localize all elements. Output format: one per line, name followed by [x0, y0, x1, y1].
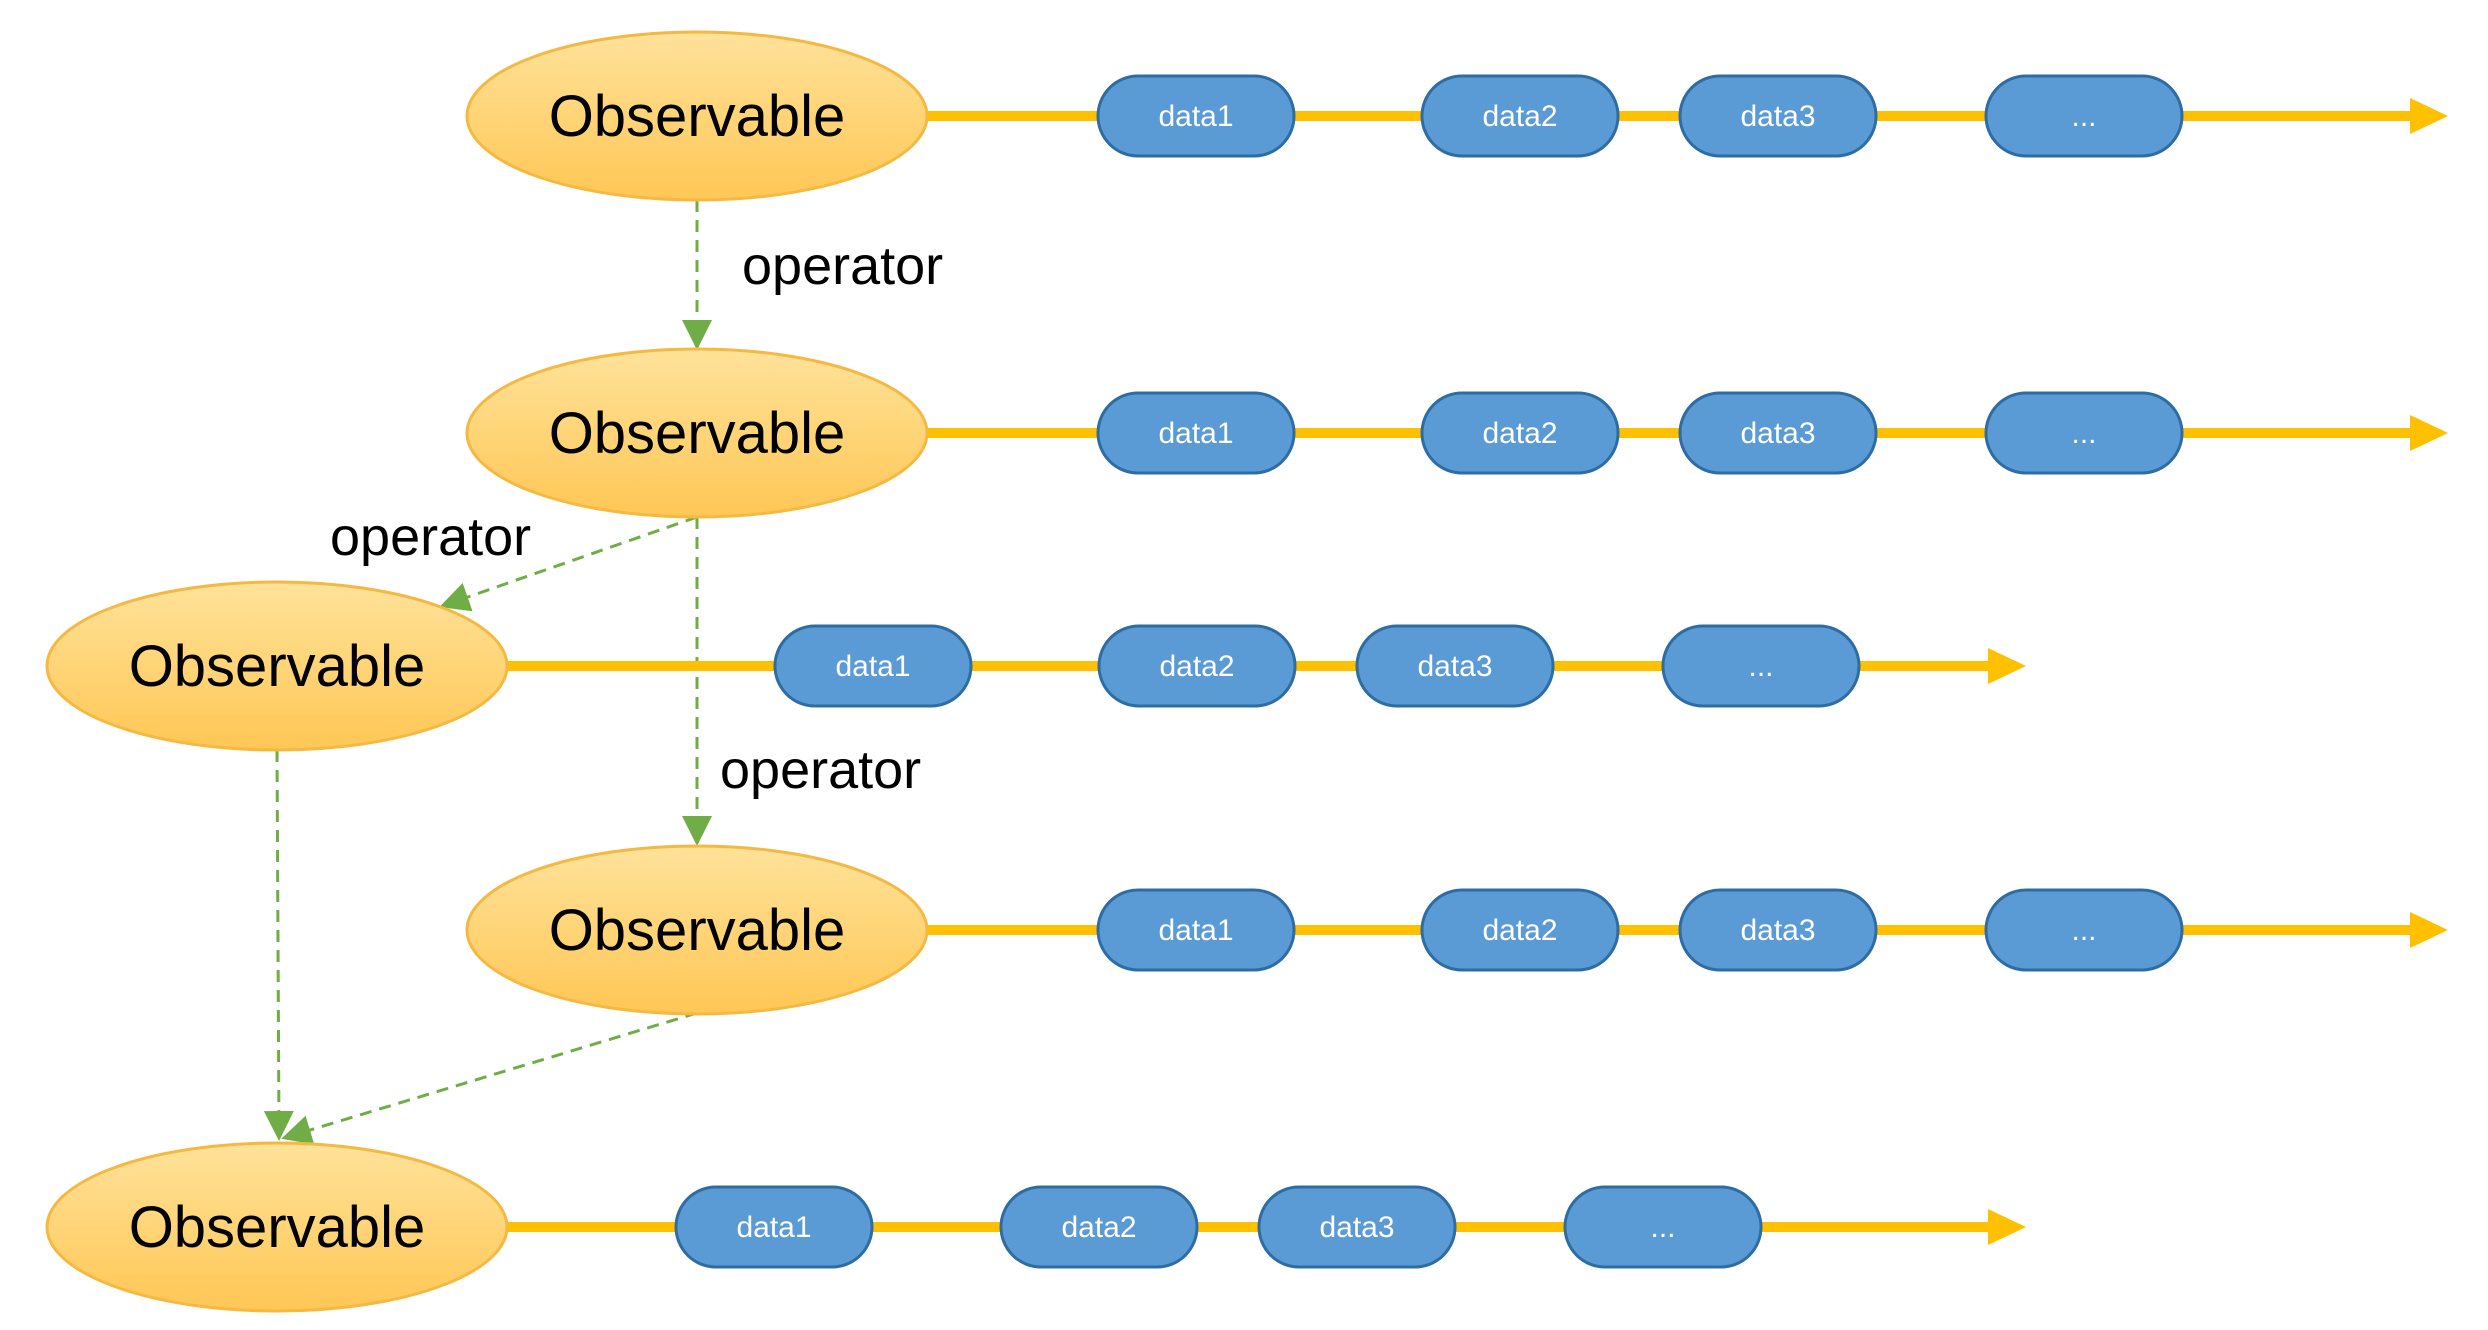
- svg-text:data2: data2: [1482, 914, 1557, 947]
- data-item: data2: [999, 1185, 1199, 1269]
- observable-node: [45, 1141, 509, 1313]
- svg-text:data3: data3: [1319, 1211, 1394, 1244]
- data-item: ...: [1984, 888, 2184, 972]
- svg-text:...: ...: [1748, 650, 1773, 683]
- data-item: data1: [1096, 391, 1296, 475]
- svg-text:data3: data3: [1740, 417, 1815, 450]
- data-item: data3: [1678, 391, 1878, 475]
- svg-text:data3: data3: [1740, 914, 1815, 947]
- operator-arrow-row2-row3: [439, 515, 698, 612]
- svg-text:...: ...: [2071, 100, 2096, 133]
- svg-text:data3: data3: [1417, 650, 1492, 683]
- svg-text:data3: data3: [1740, 100, 1815, 133]
- observable-node: [465, 844, 929, 1016]
- observable-node: [45, 580, 509, 752]
- operator-arrows: [263, 200, 712, 1145]
- observable-node: [465, 30, 929, 202]
- data-item: data3: [1678, 888, 1878, 972]
- timeline-arrowhead: [2410, 98, 2448, 134]
- merge-arrow-row4-row5: [281, 1011, 698, 1145]
- observable-node: [465, 347, 929, 519]
- operator-labels: operator operator operator: [330, 236, 943, 800]
- data-item: ...: [1984, 74, 2184, 158]
- timeline-arrowhead: [2410, 415, 2448, 451]
- data-item: data2: [1420, 888, 1620, 972]
- data-item: data3: [1678, 74, 1878, 158]
- operator-label: operator: [330, 507, 531, 567]
- svg-text:data1: data1: [1158, 914, 1233, 947]
- observable-label: Observable: [549, 898, 846, 963]
- observable-row-3: Observable data1 data2 data3 ...: [45, 580, 2026, 752]
- data-item: ...: [1563, 1185, 1763, 1269]
- data-item: data3: [1257, 1185, 1457, 1269]
- observable-label: Observable: [129, 634, 426, 699]
- timeline-arrowhead: [1988, 648, 2026, 684]
- data-item: data1: [1096, 74, 1296, 158]
- svg-text:data1: data1: [835, 650, 910, 683]
- data-item: data1: [773, 624, 973, 708]
- data-item: data2: [1420, 391, 1620, 475]
- svg-text:...: ...: [2071, 914, 2096, 947]
- svg-text:data2: data2: [1061, 1211, 1136, 1244]
- timeline-arrowhead: [1988, 1209, 2026, 1245]
- svg-text:data2: data2: [1482, 100, 1557, 133]
- data-item: data2: [1097, 624, 1297, 708]
- observable-row-2: Observable data1 data2 data3 ...: [465, 347, 2448, 519]
- observable-row-4: Observable data1 data2 data3 ...: [465, 844, 2448, 1016]
- svg-text:data1: data1: [736, 1211, 811, 1244]
- svg-text:...: ...: [2071, 417, 2096, 450]
- svg-text:data1: data1: [1158, 417, 1233, 450]
- data-item: data3: [1355, 624, 1555, 708]
- observable-label: Observable: [549, 84, 846, 149]
- svg-text:data2: data2: [1159, 650, 1234, 683]
- data-item: data1: [674, 1185, 874, 1269]
- svg-text:...: ...: [1650, 1211, 1675, 1244]
- observable-row-5: Observable data1 data2 data3 ...: [45, 1141, 2026, 1313]
- operator-label: operator: [720, 740, 921, 800]
- data-item: data1: [1096, 888, 1296, 972]
- observable-label: Observable: [549, 401, 846, 466]
- merge-arrow-row3-row5: [263, 749, 294, 1141]
- observable-label: Observable: [129, 1195, 426, 1260]
- data-item: ...: [1661, 624, 1861, 708]
- data-item: ...: [1984, 391, 2184, 475]
- svg-text:data2: data2: [1482, 417, 1557, 450]
- observable-row-1: Observable data1 data2 data3 ...: [465, 30, 2448, 202]
- svg-text:data1: data1: [1158, 100, 1233, 133]
- data-item: data2: [1420, 74, 1620, 158]
- timeline-arrowhead: [2410, 912, 2448, 948]
- operator-label: operator: [742, 236, 943, 296]
